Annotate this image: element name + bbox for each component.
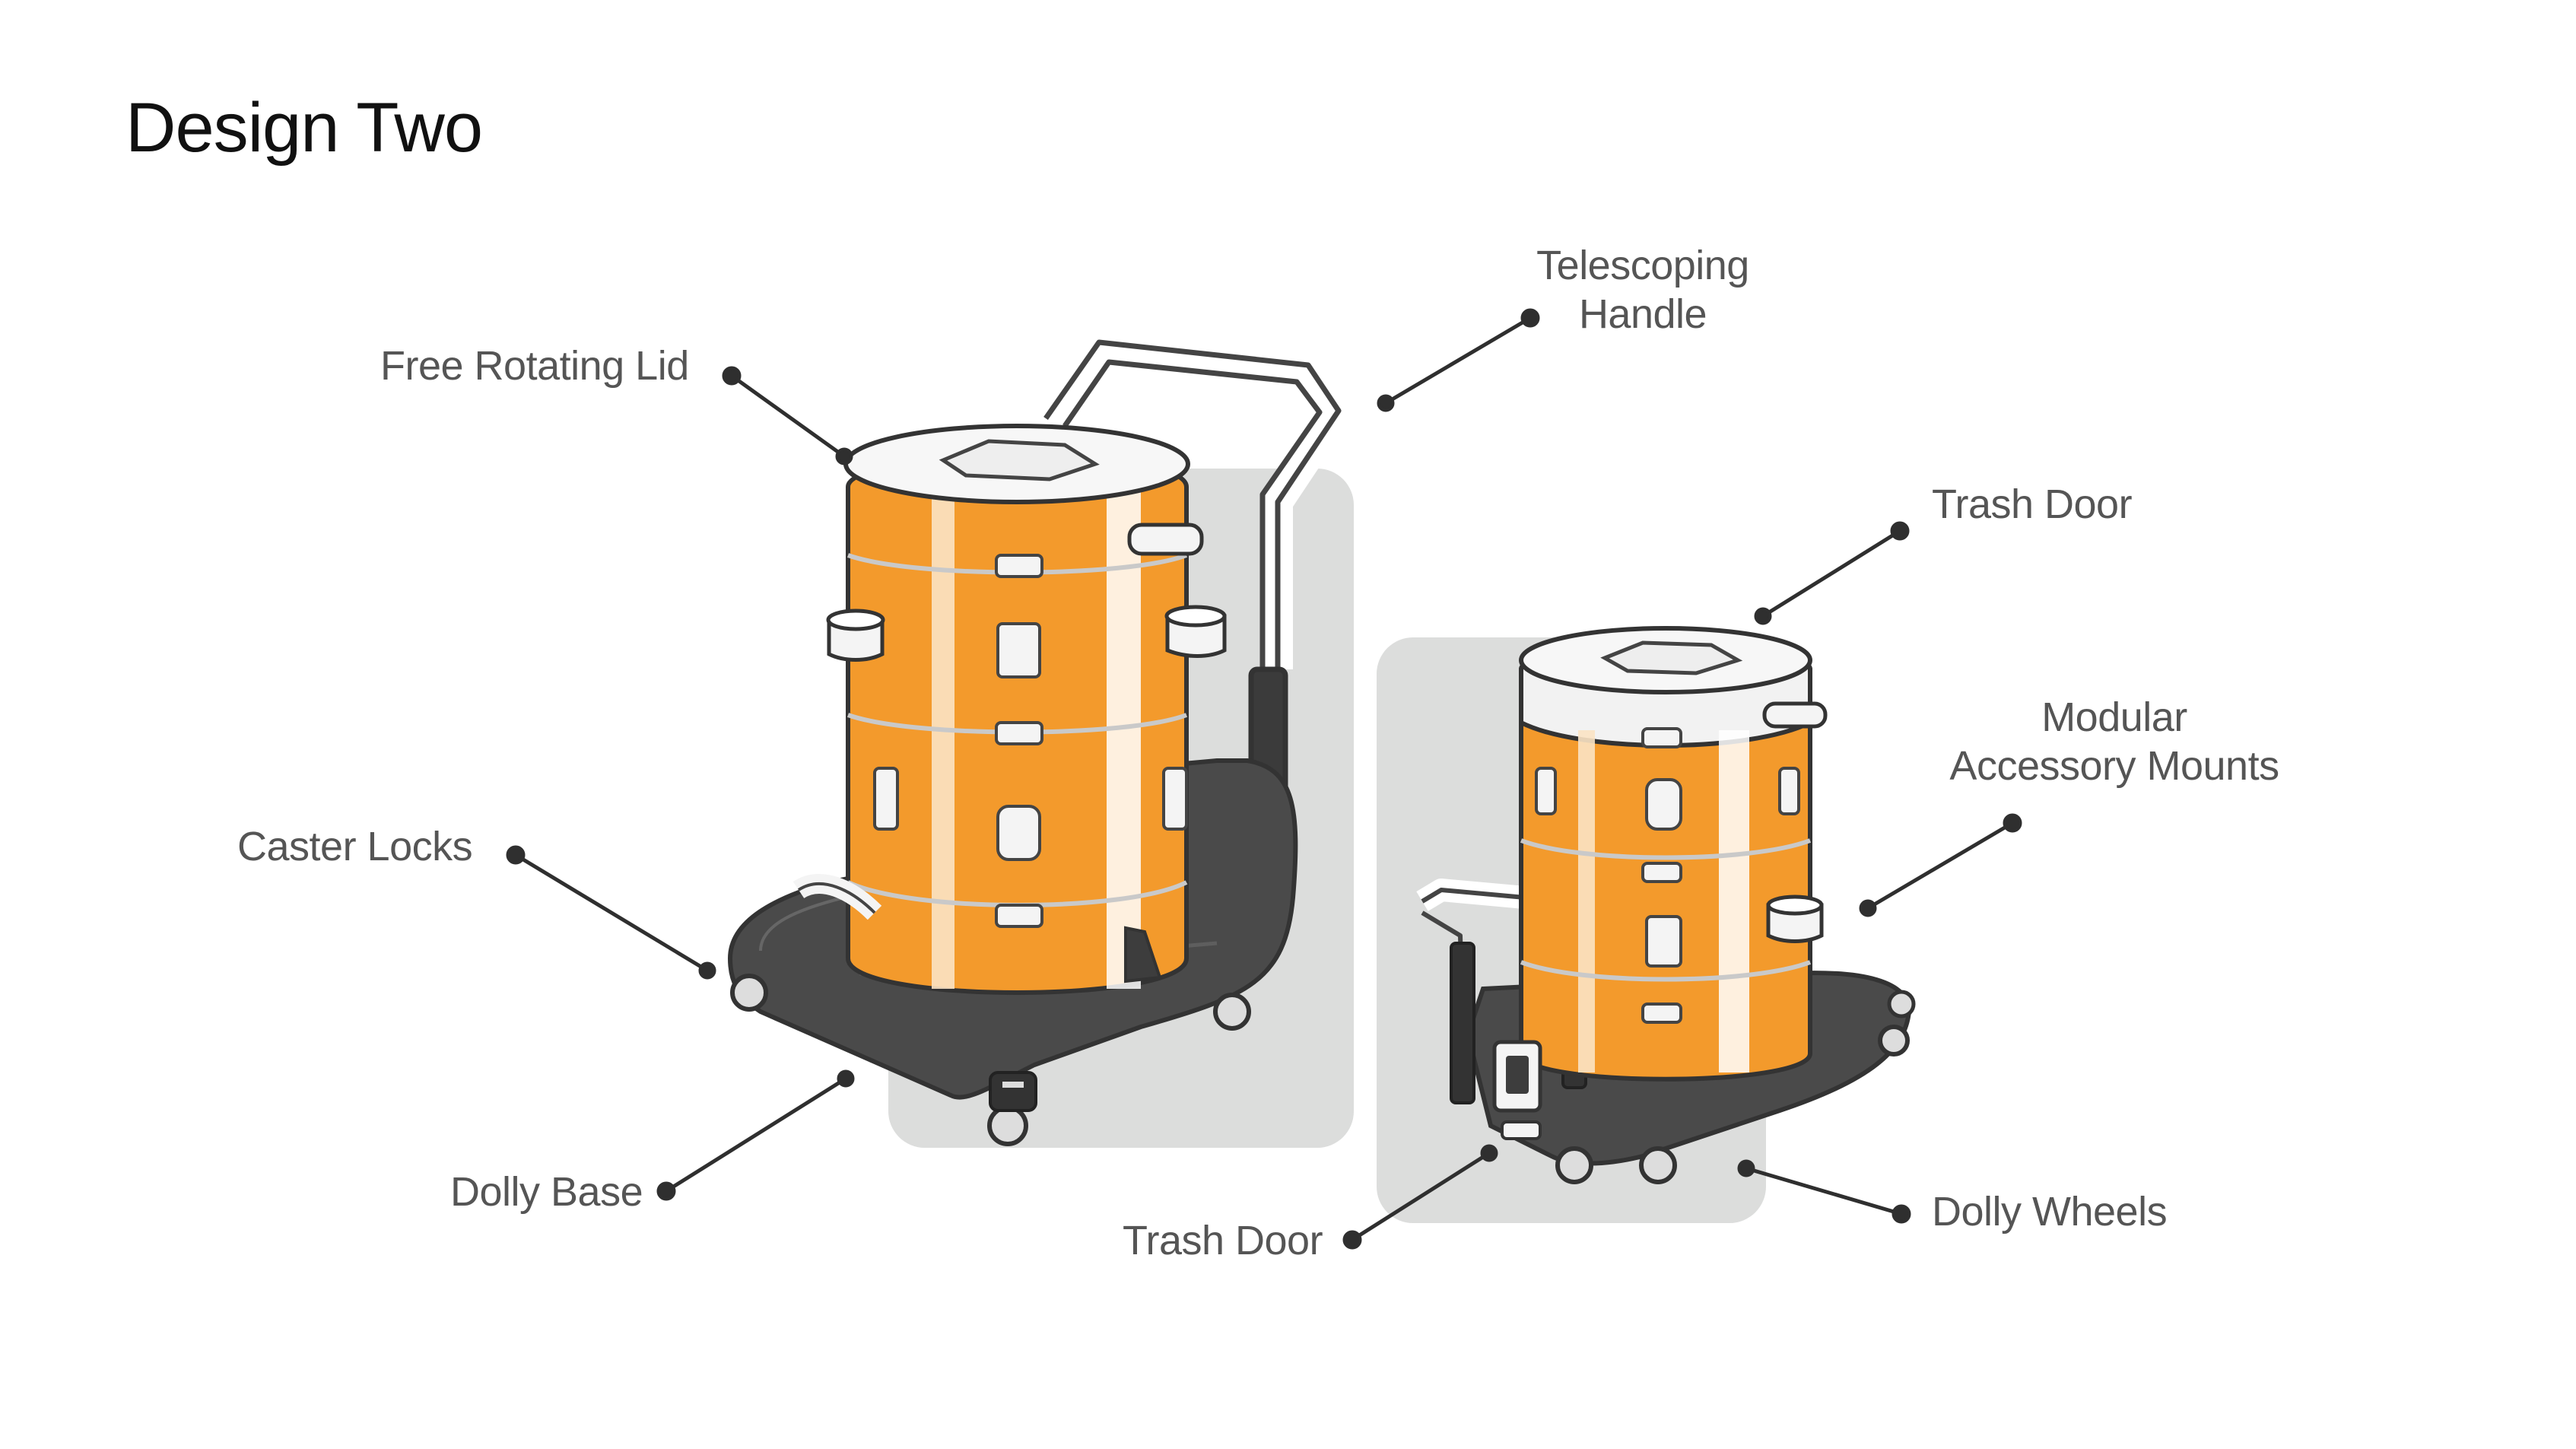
- label-trash-door-bottom: Trash Door: [1123, 1218, 1323, 1263]
- label-modular-accessory-mounts-line2: Accessory Mounts: [1949, 742, 2279, 789]
- leader-trash-door-bottom: [1351, 1151, 1491, 1242]
- leader-caster-locks: [514, 853, 709, 973]
- label-modular-accessory-mounts: Modular Accessory Mounts: [1924, 694, 2304, 790]
- trash-bin-large: [792, 424, 1227, 995]
- label-dolly-base: Dolly Base: [450, 1169, 643, 1215]
- small-unit: [1416, 626, 1916, 1184]
- leader-trash-door-top: [1761, 529, 1901, 618]
- label-modular-accessory-mounts-line1: Modular: [2041, 694, 2187, 740]
- label-dolly-wheels: Dolly Wheels: [1932, 1189, 2168, 1235]
- label-telescoping-handle: Telescoping Handle: [1529, 242, 1757, 338]
- label-caster-locks: Caster Locks: [237, 824, 473, 869]
- label-telescoping-handle-line2: Handle: [1578, 291, 1707, 337]
- leader-modular-accessory-mounts: [1866, 821, 2014, 910]
- telescoping-handle-large: [1033, 327, 1354, 825]
- leader-lines: [506, 308, 2022, 1250]
- large-unit: [727, 327, 1354, 1146]
- leader-dolly-base: [665, 1076, 847, 1193]
- leader-dolly-wheels: [1745, 1166, 1902, 1216]
- trash-bin-small: [1492, 626, 1828, 1140]
- leader-free-rotating-lid: [730, 373, 846, 459]
- page-title: Design Two: [125, 89, 483, 167]
- leader-telescoping-handle: [1384, 316, 1532, 405]
- label-telescoping-handle-line1: Telescoping: [1536, 243, 1749, 288]
- label-free-rotating-lid: Free Rotating Lid: [380, 343, 689, 389]
- label-trash-door-top: Trash Door: [1932, 481, 2133, 527]
